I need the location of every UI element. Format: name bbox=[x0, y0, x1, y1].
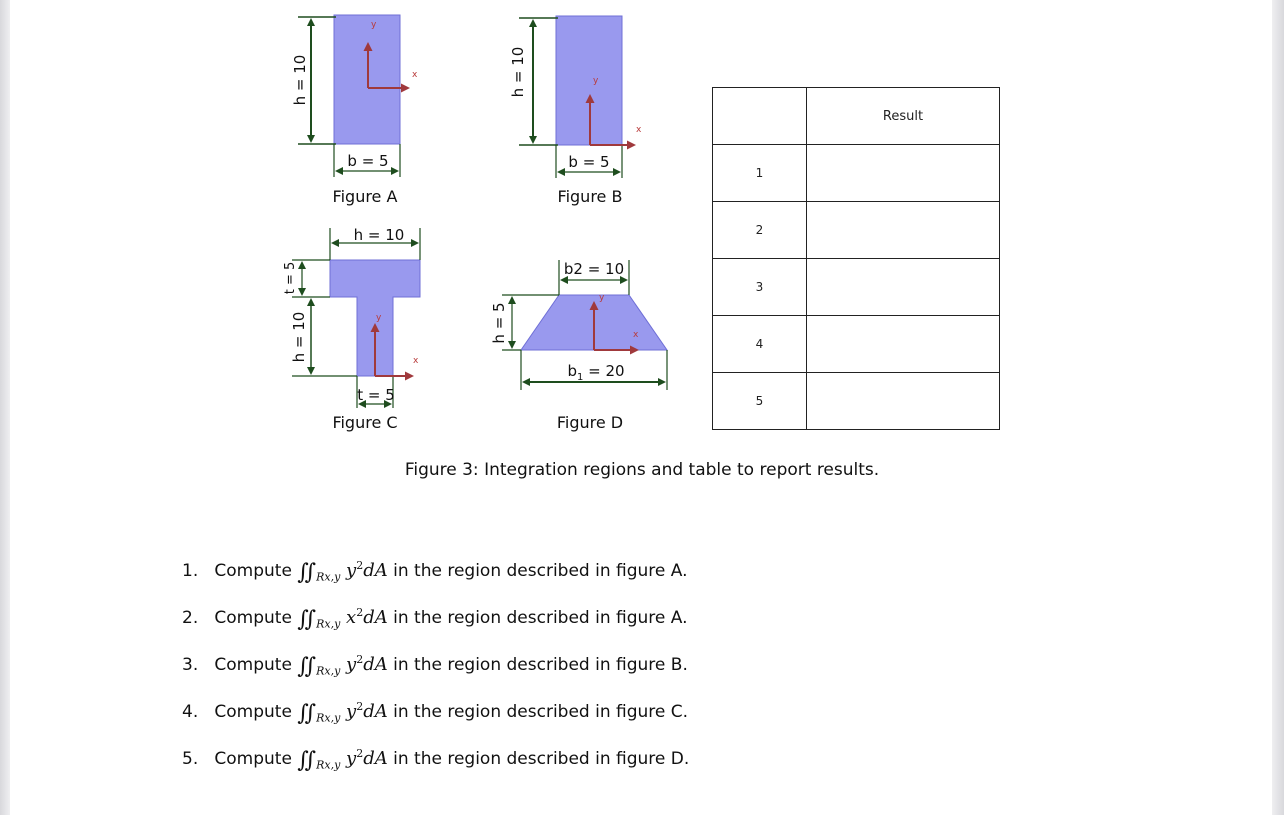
figure-b-base-label: b = 5 bbox=[568, 153, 609, 171]
table-header-blank bbox=[712, 87, 807, 145]
item-text: in the region described in figure B. bbox=[393, 655, 688, 675]
item-verb: Compute bbox=[214, 561, 292, 581]
list-item: 4. Compute ∬Rx,y y2dA in the region desc… bbox=[182, 691, 689, 738]
figure-c-web-height-label: h = 10 bbox=[290, 312, 308, 363]
item-number: 5. bbox=[182, 749, 199, 769]
task-list: 1. Compute ∬Rx,y y2dA in the region desc… bbox=[182, 550, 689, 785]
figure-c-flange-label: t = 5 bbox=[283, 262, 298, 295]
figure-d-bottom-label: b1 = 20 bbox=[567, 362, 624, 383]
figure-b-height-label: h = 10 bbox=[509, 47, 527, 98]
integral-expression: ∬Rx,y x2dA bbox=[297, 606, 388, 632]
list-item: 3. Compute ∬Rx,y y2dA in the region desc… bbox=[182, 644, 689, 691]
figure-b-x-label: x bbox=[636, 125, 642, 135]
table-row: 3 bbox=[712, 258, 1000, 316]
results-table: Result 1 2 3 4 5 bbox=[712, 87, 1000, 430]
item-verb: Compute bbox=[214, 749, 292, 769]
result-cell[interactable] bbox=[806, 201, 1000, 259]
figure-caption: Figure 3: Integration regions and table … bbox=[404, 460, 880, 480]
document-page bbox=[10, 0, 1272, 815]
figure-a: h = 10 b = 5 y x Figure A bbox=[291, 14, 418, 206]
figure-b-label: Figure B bbox=[558, 187, 623, 206]
list-item: 2. Compute ∬Rx,y x2dA in the region desc… bbox=[182, 597, 689, 644]
result-cell[interactable] bbox=[806, 372, 1000, 430]
figure-a-label: Figure A bbox=[333, 187, 398, 206]
figure-d-height-label: h = 5 bbox=[490, 302, 508, 343]
figure-b: h = 10 b = 5 y x Figure B bbox=[509, 15, 642, 206]
figure-d-label: Figure D bbox=[557, 413, 623, 432]
row-number: 5 bbox=[712, 372, 807, 430]
item-verb: Compute bbox=[214, 655, 292, 675]
figure-b-y-label: y bbox=[593, 76, 599, 86]
row-number: 3 bbox=[712, 258, 807, 316]
figure-d: b2 = 10 h = 5 b1 = 20 y x Figure D bbox=[490, 260, 668, 432]
row-number: 1 bbox=[712, 144, 807, 202]
table-header-result: Result bbox=[806, 87, 1000, 145]
figure-c-top-label: h = 10 bbox=[354, 226, 405, 244]
figure-c-label: Figure C bbox=[332, 413, 397, 432]
result-cell[interactable] bbox=[806, 315, 1000, 373]
figure-a-y-label: y bbox=[371, 20, 377, 30]
row-number: 4 bbox=[712, 315, 807, 373]
row-number: 2 bbox=[712, 201, 807, 259]
figure-a-height-label: h = 10 bbox=[291, 55, 309, 106]
item-verb: Compute bbox=[214, 702, 292, 722]
figure-c-y-label: y bbox=[376, 313, 382, 323]
figure-d-x-label: x bbox=[633, 330, 639, 340]
figure-d-y-label: y bbox=[599, 293, 605, 303]
result-cell[interactable] bbox=[806, 144, 1000, 202]
page-shadow-right bbox=[1272, 0, 1284, 815]
figure-d-top-label: b2 = 10 bbox=[564, 260, 624, 278]
table-row: 4 bbox=[712, 315, 1000, 373]
item-number: 3. bbox=[182, 655, 199, 675]
list-item: 1. Compute ∬Rx,y y2dA in the region desc… bbox=[182, 550, 689, 597]
figure-c-web-width-label: t = 5 bbox=[357, 386, 395, 404]
integral-expression: ∬Rx,y y2dA bbox=[297, 700, 388, 726]
integral-expression: ∬Rx,y y2dA bbox=[297, 653, 388, 679]
figure-a-base-label: b = 5 bbox=[347, 152, 388, 170]
list-item: 5. Compute ∬Rx,y y2dA in the region desc… bbox=[182, 738, 689, 785]
item-number: 2. bbox=[182, 608, 199, 628]
table-row: 5 bbox=[712, 372, 1000, 430]
table-row: 2 bbox=[712, 201, 1000, 259]
integral-expression: ∬Rx,y y2dA bbox=[297, 559, 388, 585]
figure-c-x-label: x bbox=[413, 356, 419, 366]
page-shadow-left bbox=[0, 0, 10, 815]
table-row: 1 bbox=[712, 144, 1000, 202]
item-number: 4. bbox=[182, 702, 199, 722]
integral-expression: ∬Rx,y y2dA bbox=[297, 747, 388, 773]
item-verb: Compute bbox=[214, 608, 292, 628]
item-number: 1. bbox=[182, 561, 199, 581]
item-text: in the region described in figure A. bbox=[393, 561, 688, 581]
item-text: in the region described in figure C. bbox=[393, 702, 689, 722]
table-header-row: Result bbox=[712, 87, 1000, 145]
item-text: in the region described in figure D. bbox=[393, 749, 690, 769]
item-text: in the region described in figure A. bbox=[393, 608, 688, 628]
figure-a-x-label: x bbox=[412, 70, 418, 80]
result-cell[interactable] bbox=[806, 258, 1000, 316]
figure-c: h = 10 t = 5 h = 10 t = 5 y x Figure C bbox=[283, 226, 421, 432]
